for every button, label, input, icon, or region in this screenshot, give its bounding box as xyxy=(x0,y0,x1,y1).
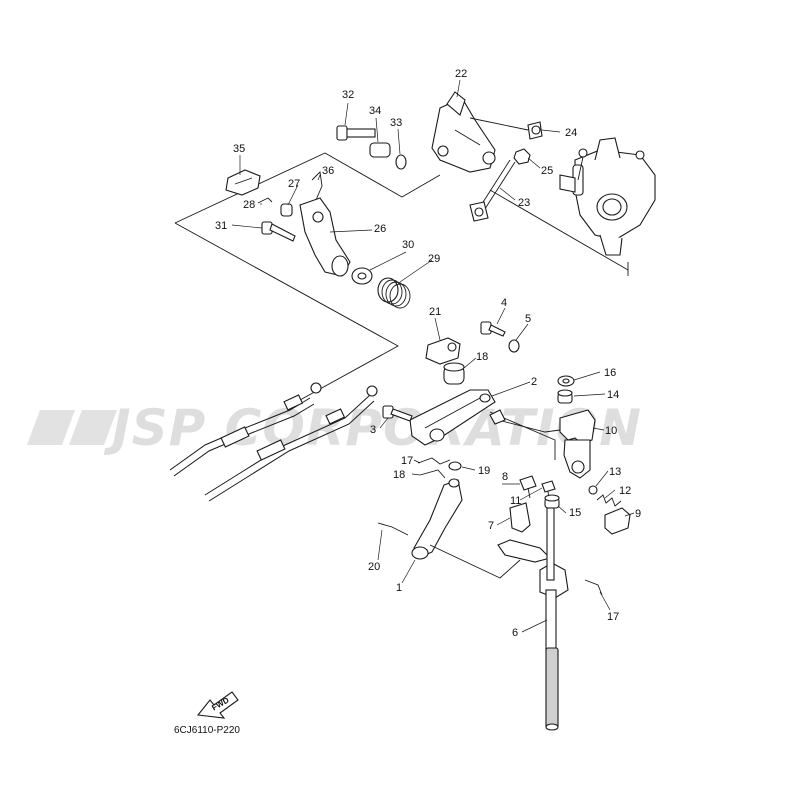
lever-25 xyxy=(299,197,351,277)
callout-14-lower: 15 xyxy=(569,507,581,519)
callout-21: 21 xyxy=(429,306,441,318)
bracket-31 xyxy=(431,91,496,173)
callout-16: 17 xyxy=(607,611,619,623)
leader-lines xyxy=(231,79,635,633)
callout-5: 5 xyxy=(525,313,531,325)
rod-end-23 xyxy=(469,117,543,140)
link-joint-35 xyxy=(225,169,261,196)
bolt-8 xyxy=(519,475,537,499)
nut-24 xyxy=(513,148,531,165)
collar-26 xyxy=(280,203,293,217)
callout-9: 9 xyxy=(635,508,641,520)
bolt-30 xyxy=(261,221,296,242)
callout-18: 18 xyxy=(476,351,488,363)
callout-29: 30 xyxy=(402,239,414,251)
callout-25: 26 xyxy=(374,223,386,235)
callout-10: 10 xyxy=(605,425,617,437)
drawing-code: 6CJ6110-P220 xyxy=(174,725,240,736)
bushing-14-lower xyxy=(544,494,560,509)
cam-7 xyxy=(497,502,552,563)
clip-20 xyxy=(377,522,409,536)
callout-23: 24 xyxy=(565,127,577,139)
bolt-4 xyxy=(480,321,506,337)
callout-36: 36 xyxy=(322,165,334,177)
callout-3: 3 xyxy=(370,424,376,436)
callout-33: 33 xyxy=(390,117,402,129)
washer-19 xyxy=(448,461,462,471)
callout-11: 11 xyxy=(510,495,521,507)
watermark-text: JSP CORPORATION xyxy=(103,399,642,457)
shift-arm-1 xyxy=(411,478,463,560)
clip-17-lower xyxy=(419,469,446,479)
callout-20: 20 xyxy=(368,561,380,573)
watermark: JSP CORPORATION xyxy=(27,399,642,457)
collar-29 xyxy=(351,267,373,285)
callout-8: 8 xyxy=(502,471,508,483)
bolt-3 xyxy=(382,405,413,422)
callout-1: 1 xyxy=(396,582,402,594)
clip-36 xyxy=(311,171,323,201)
callout-27: 28 xyxy=(243,199,255,211)
callout-17-lower: 18 xyxy=(393,469,405,481)
shift-assembly-outline xyxy=(429,411,556,579)
callout-35: 35 xyxy=(233,143,245,155)
callout-6: 6 xyxy=(512,627,518,639)
watermark-logo-mark-right xyxy=(69,410,117,445)
spring-28 xyxy=(377,277,411,309)
link-joint-21 xyxy=(425,337,461,365)
clip-27 xyxy=(257,197,273,204)
forward-direction-arrow: FWD xyxy=(196,691,239,719)
callout-32: 32 xyxy=(342,89,354,101)
bracket-10 xyxy=(489,409,596,479)
callout-24: 25 xyxy=(541,165,553,177)
callout-labels: 22 32 34 33 24 25 23 35 27 36 28 31 26 3… xyxy=(215,68,641,639)
callout-14-upper: 14 xyxy=(607,389,619,401)
plug-9 xyxy=(604,507,631,535)
callout-7: 7 xyxy=(488,520,494,532)
callout-31: 22 xyxy=(455,68,467,80)
spring-12 xyxy=(596,494,622,507)
link-rod-22 xyxy=(469,159,516,222)
washer-5 xyxy=(508,339,520,353)
washer-15 xyxy=(557,375,575,387)
pin-16 xyxy=(584,579,603,596)
callout-15: 16 xyxy=(604,367,616,379)
callout-12: 12 xyxy=(619,485,631,497)
clip-17-upper xyxy=(417,457,451,465)
collar-34 xyxy=(369,142,391,158)
shaft-6 xyxy=(539,507,569,731)
throttle-body xyxy=(559,137,656,256)
watermark-logo-mark-left xyxy=(27,410,75,445)
bushing-14-upper xyxy=(557,389,573,404)
callout-22: 23 xyxy=(518,197,530,209)
washer-33 xyxy=(395,154,407,170)
ball-13 xyxy=(588,485,598,495)
lever-2 xyxy=(409,389,496,446)
callout-30: 31 xyxy=(215,220,227,232)
callout-34: 34 xyxy=(369,105,381,117)
callout-19: 19 xyxy=(478,465,490,477)
collar-18 xyxy=(443,362,465,385)
callout-2: 2 xyxy=(531,376,537,388)
callout-4: 4 xyxy=(501,297,507,309)
remote-control-cables xyxy=(169,382,378,502)
callout-17-upper: 17 xyxy=(401,455,413,467)
callout-26: 27 xyxy=(288,178,300,190)
callout-28: 29 xyxy=(428,253,440,265)
bolt-32 xyxy=(336,125,376,141)
callout-13: 13 xyxy=(609,466,621,478)
